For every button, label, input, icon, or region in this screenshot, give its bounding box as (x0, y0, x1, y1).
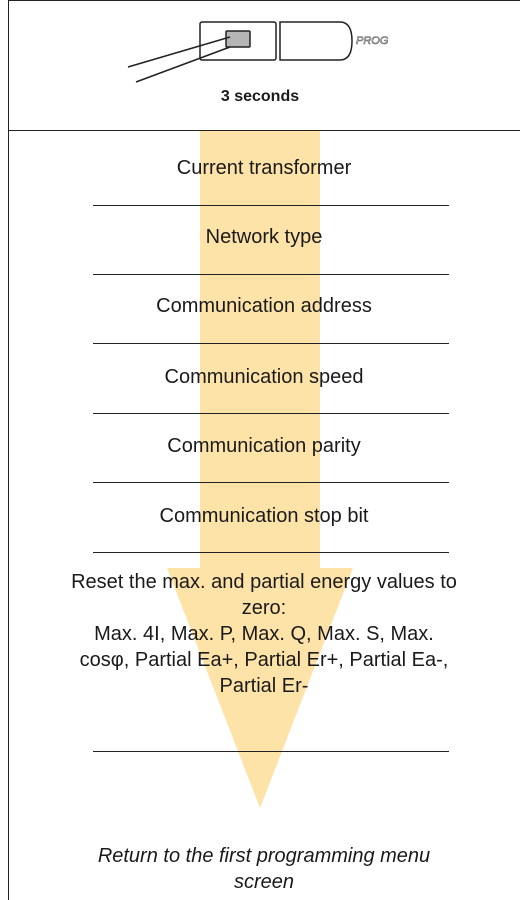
frame-left-border (8, 0, 9, 900)
device-illustration: PROG (127, 21, 389, 83)
prog-label: PROG (356, 35, 389, 47)
step-network-type: Network type (205, 226, 323, 248)
reset-step-line: Max. 4I, Max. P, Max. Q, Max. S, Max. (94, 623, 434, 645)
step-divider (93, 482, 449, 483)
step-communication-speed: Communication speed (164, 366, 364, 388)
step-divider (93, 274, 449, 275)
final-step-line: screen (233, 871, 295, 893)
reset-step-line: cosφ, Partial Ea+, Partial Er+, Partial … (79, 649, 449, 671)
step-current-transformer: Current transformer (176, 157, 352, 179)
step-divider (93, 343, 449, 344)
pen-tool-lower-edge (135, 46, 231, 83)
step-divider (93, 751, 449, 752)
reset-step-line: Partial Er- (219, 675, 309, 697)
step-divider (93, 205, 449, 206)
step-communication-stop-bit: Communication stop bit (159, 505, 369, 527)
step-divider (93, 413, 449, 414)
frame-top-border (8, 0, 520, 1)
reset-step-line: zero: (241, 597, 287, 619)
device-right-section (279, 21, 353, 61)
prog-button-icon (225, 30, 251, 48)
step-divider (93, 552, 449, 553)
pen-tool-upper-edge (127, 36, 231, 68)
step-communication-parity: Communication parity (167, 435, 361, 457)
step-communication-address: Communication address (156, 295, 372, 317)
flow-arrow (167, 130, 353, 808)
step-reset-energy-values: Reset the max. and partial energy values… (8, 569, 520, 699)
header-separator (8, 130, 520, 131)
step-return-to-first-screen: Return to the first programming menu scr… (8, 843, 520, 895)
hold-duration-label: 3 seconds (220, 88, 300, 105)
final-step-line: Return to the first programming menu (97, 845, 431, 867)
reset-step-line: Reset the max. and partial energy values… (71, 571, 457, 593)
